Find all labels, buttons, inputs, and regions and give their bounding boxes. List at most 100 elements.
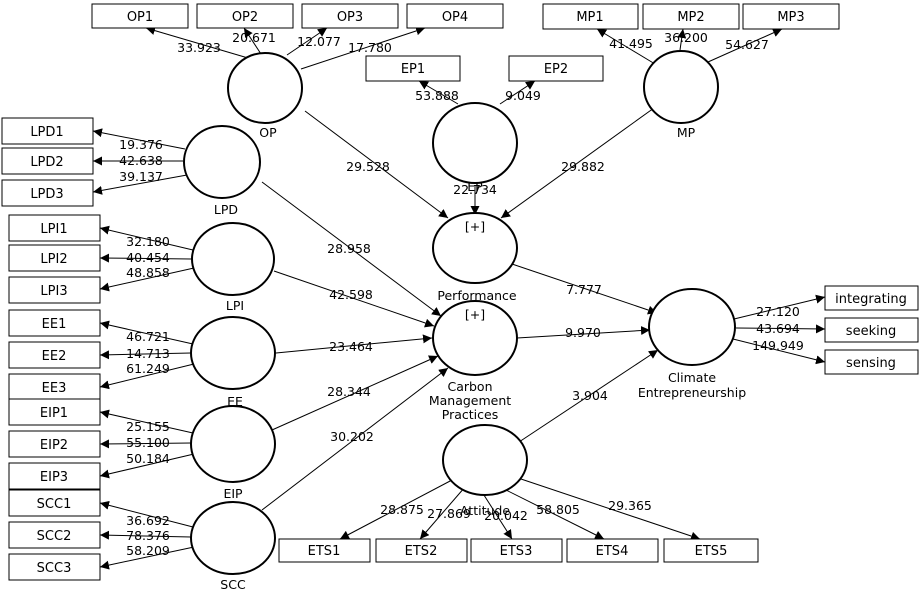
box-integrating: [824, 285, 919, 311]
label-eip1: EIP1: [40, 406, 68, 421]
construct-ep: [432, 102, 518, 184]
edge-ee-ee1: [99, 320, 194, 345]
box-lpi3: [8, 276, 101, 304]
coef-ets5: 29.365: [608, 498, 652, 513]
box-op4: [406, 3, 504, 29]
coef-mp1: 41.495: [609, 36, 653, 51]
label-lpi3: LPI3: [40, 284, 67, 299]
label-ets3: ETS3: [500, 544, 533, 559]
coef-eip-cmp: 28.344: [327, 384, 371, 399]
label-ets2: ETS2: [405, 544, 438, 559]
coef-ets2: 27.869: [427, 506, 471, 521]
edge-eip-eip1: [99, 409, 194, 434]
edge-mp-mp3: [707, 28, 783, 63]
edge-scc-cmp: [261, 367, 449, 511]
edge-lpi-lpi3: [99, 267, 195, 292]
box-op1: [91, 3, 189, 29]
box-op2: [196, 3, 294, 29]
construct-cmp: [432, 300, 518, 376]
coef-lpd1: 19.376: [119, 137, 163, 152]
edge-att-ets3: [481, 491, 513, 540]
marker-cmp: [+]: [465, 307, 485, 322]
coef-lpi1: 32.180: [126, 234, 170, 249]
edge-perf-ce: [511, 263, 658, 315]
box-lpi1: [8, 214, 101, 242]
box-ee1: [8, 309, 101, 337]
label-ee2: EE2: [42, 349, 67, 364]
coef-ee2: 14.713: [126, 346, 170, 361]
label-construct-scc: SCC: [220, 577, 246, 591]
coef-integrating: 27.120: [756, 304, 800, 319]
coef-eip1: 25.155: [126, 419, 170, 434]
construct-lpi: [191, 222, 275, 296]
edge-ce-seeking: [735, 324, 826, 334]
coef-lpi-cmp: 42.598: [329, 287, 373, 302]
box-ets4: [566, 538, 659, 563]
box-lpd2: [1, 147, 94, 175]
coef-ee-cmp: 23.464: [329, 339, 373, 354]
label-scc3: SCC3: [37, 561, 72, 576]
box-mp3: [742, 3, 840, 30]
edge-scc-scc1: [99, 500, 194, 528]
box-seeking: [824, 317, 919, 343]
edge-eip-eip2: [99, 439, 192, 449]
edge-att-ets2: [419, 486, 466, 540]
coef-ep1: 53.888: [415, 88, 459, 103]
coef-op3: 12.077: [297, 34, 341, 49]
label-scc1: SCC1: [37, 497, 72, 512]
edge-att-ets5: [517, 477, 701, 541]
edge-mp-perf: [500, 107, 655, 219]
box-ep2: [508, 55, 604, 82]
label-ets5: ETS5: [695, 544, 728, 559]
label-construct-cmp-1: Carbon: [447, 379, 492, 394]
edge-ee-ee2: [99, 350, 192, 360]
label-construct-cmp-3: Practices: [442, 407, 498, 422]
label-lpd1: LPD1: [30, 125, 63, 140]
label-construct-lpi: LPI: [226, 298, 244, 313]
edge-att-ets1: [339, 479, 453, 540]
label-lpd2: LPD2: [30, 155, 63, 170]
box-lpd3: [1, 179, 94, 207]
label-construct-op: OP: [259, 125, 277, 140]
label-construct-ce-2: Entrepreneurship: [638, 385, 746, 400]
edge-cmp-ce: [516, 326, 651, 339]
construct-attitude: [442, 424, 528, 496]
edge-eip-eip3: [99, 453, 195, 479]
edge-ep-ep2: [499, 80, 536, 105]
coef-cmp-ce: 9.970: [565, 325, 601, 340]
label-op4: OP4: [442, 10, 468, 25]
coef-ets3: 20.042: [484, 508, 528, 523]
edge-lpd-lpd1: [92, 128, 186, 150]
construct-op: [227, 52, 303, 124]
label-construct-attitude: Attitude: [460, 503, 510, 518]
label-integrating: integrating: [835, 292, 907, 307]
box-scc3: [8, 553, 101, 581]
coef-ee3: 61.249: [126, 361, 170, 376]
construct-performance: [432, 212, 518, 284]
edge-mp-mp2: [677, 28, 687, 51]
label-construct-mp: MP: [677, 125, 696, 140]
construct-lpd: [183, 125, 261, 199]
edge-lpd-cmp: [261, 181, 442, 317]
edge-op-op4: [300, 26, 426, 70]
label-construct-ee: EE: [227, 394, 243, 409]
box-lpi2: [8, 244, 101, 272]
label-construct-lpd: LPD: [214, 202, 238, 217]
label-seeking: seeking: [846, 324, 896, 339]
construct-mp: [643, 50, 719, 124]
coef-mp2: 36.200: [664, 30, 708, 45]
box-mp2: [642, 3, 740, 30]
edge-scc-scc3: [99, 546, 195, 570]
box-sensing: [824, 349, 919, 375]
coef-att-ce: 3.904: [572, 388, 608, 403]
marker-performance: [+]: [465, 219, 485, 234]
label-ets1: ETS1: [308, 544, 341, 559]
edge-ee-cmp: [275, 334, 433, 354]
connections: [92, 26, 826, 570]
box-ets1: [278, 538, 371, 563]
edge-op-op3: [286, 27, 328, 56]
edge-mp-mp1: [596, 28, 656, 65]
coef-lpd-cmp: 28.958: [327, 241, 371, 256]
box-lpd1: [1, 117, 94, 145]
coef-mp3: 54.627: [725, 37, 769, 52]
